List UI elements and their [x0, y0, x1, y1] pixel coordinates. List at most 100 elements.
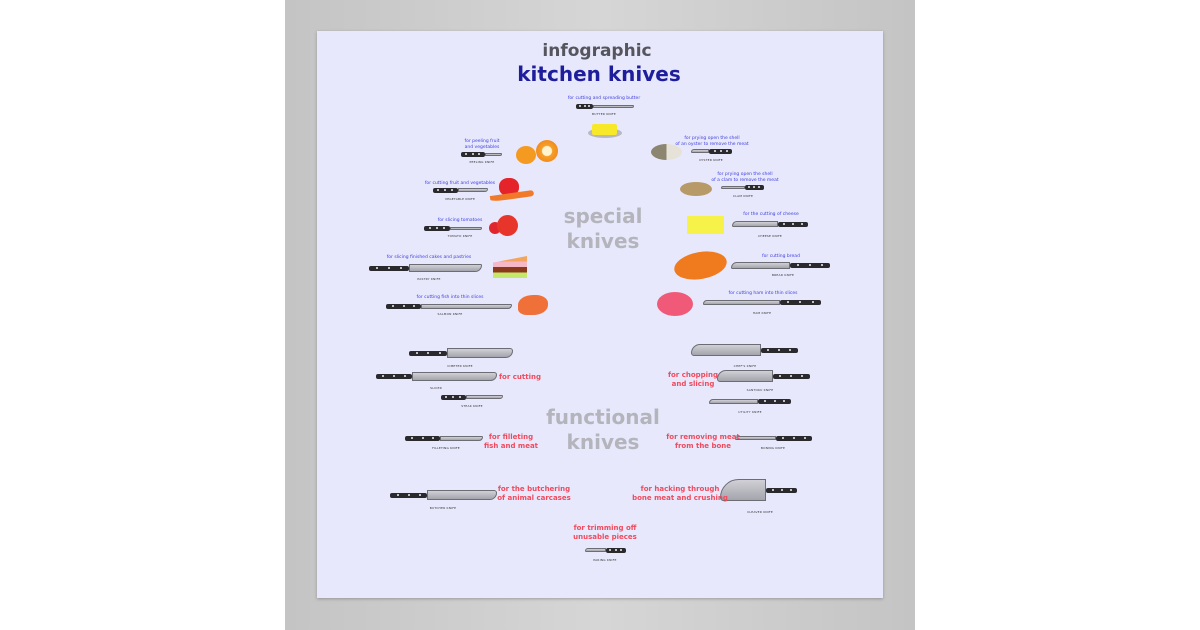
- pastry-caption-line: for slicing finished cakes and pastries: [386, 255, 472, 260]
- tomato-caption-line: for slicing tomatoes: [437, 218, 483, 223]
- rivet: [609, 549, 612, 551]
- rivet: [471, 153, 474, 155]
- rivet: [811, 301, 814, 303]
- rivet: [431, 437, 434, 439]
- peeling-knife-name: PEELING KNIFE: [469, 160, 495, 164]
- knife-blade: [440, 435, 483, 441]
- oyster-caption-line: for prying open the shell: [684, 136, 740, 141]
- knife-blade: [593, 104, 634, 108]
- knife-blade: [465, 395, 503, 399]
- ham-knife-name: HAM KNIFE: [752, 311, 772, 315]
- rivet: [753, 186, 756, 188]
- apple-illustration: [499, 178, 519, 196]
- utility-knife-name: UTILITY KNIFE: [738, 410, 762, 414]
- section-line: special: [563, 204, 643, 228]
- knife-handle: [760, 347, 798, 353]
- knife-blade: [691, 149, 710, 153]
- rivet: [418, 494, 421, 496]
- knife-blade: [709, 398, 759, 404]
- filleting-caption-line: fish and meat: [483, 442, 539, 450]
- rivet: [403, 375, 406, 377]
- boning-knife: [735, 435, 812, 441]
- cimeter-knife-name: CIMETER KNIFE: [447, 364, 473, 368]
- knife-blade: [484, 152, 502, 156]
- paring-knife: [585, 547, 626, 553]
- knife-handle: [758, 398, 791, 404]
- knife-blade: [421, 303, 512, 309]
- knife-handle: [390, 492, 428, 498]
- rivet: [791, 223, 794, 225]
- bread-caption-line: for cutting bread: [762, 254, 800, 259]
- rivet: [392, 305, 395, 307]
- tomato-knife-name: TOMATO KNIFE: [447, 234, 473, 238]
- rivet: [789, 349, 792, 351]
- utility-knife: [709, 398, 791, 404]
- cheese-caption: for the cutting of cheese: [743, 212, 798, 218]
- vegetable-knife-name: VEGETABLE KNIFE: [444, 197, 476, 201]
- rivet: [771, 489, 774, 491]
- rivet: [614, 549, 617, 551]
- rivet: [786, 301, 789, 303]
- knife-blade: [721, 185, 745, 189]
- pastry-caption: for slicing finished cakes and pastries: [387, 255, 472, 261]
- knife-handle: [775, 435, 812, 441]
- knife-handle: [576, 103, 594, 109]
- rivet: [436, 227, 439, 229]
- trimming-caption-line: for trimming off: [573, 524, 637, 532]
- section-line: functional: [546, 405, 660, 429]
- rivet: [438, 352, 441, 354]
- salmon-steak-illustration: [518, 295, 548, 315]
- section-line: knives: [566, 229, 640, 253]
- rivet: [821, 264, 824, 266]
- cheese-knife-name: CHEESE KNIFE: [757, 234, 783, 238]
- cutting-caption: for cutting: [499, 373, 541, 382]
- knife-handle: [376, 373, 413, 379]
- ham-slice-illustration: [657, 292, 693, 316]
- rivet: [411, 437, 414, 439]
- title-infographic: infographic: [542, 41, 652, 61]
- vegetable-caption: for cutting fruit and vegetables: [425, 181, 495, 187]
- rivet: [437, 189, 440, 191]
- slicer-knife-name: SLICER: [430, 386, 442, 390]
- knife-blade: [408, 264, 482, 272]
- butter-knife-name: BUTTER KNIFE: [592, 112, 616, 116]
- rivet: [780, 489, 783, 491]
- rivet: [443, 227, 446, 229]
- peeling-caption-line: for peeling fruit: [464, 139, 500, 144]
- knife-blade: [732, 221, 778, 227]
- rivet: [413, 305, 416, 307]
- oyster-illustration: [651, 144, 682, 160]
- rivet: [445, 396, 448, 398]
- rivet: [725, 150, 728, 152]
- knife-handle: [777, 221, 808, 227]
- rivet: [444, 189, 447, 191]
- rivet: [402, 305, 405, 307]
- vegetable-caption-line: for cutting fruit and vegetables: [424, 181, 496, 186]
- cheese-knife: [732, 221, 808, 227]
- rivet: [375, 267, 378, 269]
- hacking-caption-line: for hacking through: [640, 485, 720, 493]
- removing-caption-line: from the bone: [674, 442, 732, 450]
- knife-handle: [779, 299, 821, 305]
- chefs-knife-name: CHEF'S KNIFE: [733, 364, 757, 368]
- clam-knife-name: CLAM KNIFE: [732, 194, 754, 198]
- rivet: [809, 264, 812, 266]
- peeling-caption-line: and vegetables: [464, 145, 500, 150]
- hacking-caption-line: bone meat and crushing: [632, 494, 728, 502]
- rivet: [713, 150, 716, 152]
- removing-caption-line: for removing meat: [666, 433, 740, 441]
- rivet: [792, 437, 795, 439]
- rivet: [478, 153, 481, 155]
- rivet: [800, 223, 803, 225]
- rivet: [773, 400, 776, 402]
- rivet: [415, 352, 418, 354]
- trimming-caption-line: unusable pieces: [573, 533, 637, 541]
- rivet: [799, 301, 802, 303]
- butter-caption-line: for cutting and spreading butter: [567, 96, 641, 101]
- rivet: [583, 105, 586, 107]
- knife-handle: [369, 265, 409, 271]
- rivet: [393, 375, 396, 377]
- rivet: [789, 489, 792, 491]
